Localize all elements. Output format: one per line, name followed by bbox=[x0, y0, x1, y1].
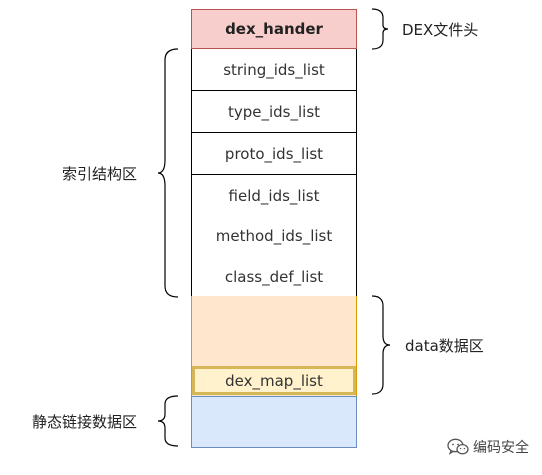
type-ids-label: type_ids_list bbox=[227, 102, 321, 121]
class-def-label: class_def_list bbox=[224, 267, 324, 286]
class-def-box: class_def_list bbox=[191, 256, 357, 298]
header-brace bbox=[371, 8, 389, 50]
index-section-annotation: 索引结构区 bbox=[62, 165, 138, 183]
static-brace bbox=[157, 395, 179, 447]
type-ids-box: type_ids_list bbox=[191, 91, 357, 133]
watermark-text: 编码安全 bbox=[473, 440, 529, 456]
dex-header-box: dex_hander bbox=[191, 9, 357, 49]
dex-header-label: dex_hander bbox=[225, 20, 323, 38]
proto-ids-label: proto_ids_list bbox=[224, 144, 324, 163]
index-brace bbox=[157, 48, 179, 298]
data-brace bbox=[371, 295, 391, 395]
static-link-region-box bbox=[191, 396, 357, 448]
proto-ids-box: proto_ids_list bbox=[191, 133, 357, 175]
watermark: 编码安全 bbox=[447, 437, 529, 457]
string-ids-label: string_ids_list bbox=[223, 60, 325, 79]
static-section-annotation: 静态链接数据区 bbox=[32, 413, 138, 431]
wechat-icon bbox=[447, 438, 469, 456]
string-ids-box: string_ids_list bbox=[191, 49, 357, 91]
header-annotation: DEX文件头 bbox=[402, 21, 479, 39]
field-ids-box: field_ids_list bbox=[191, 175, 357, 217]
dex-map-list-box: dex_map_list bbox=[192, 366, 356, 395]
method-ids-box: method_ids_list bbox=[191, 215, 357, 257]
field-ids-label: field_ids_list bbox=[228, 186, 320, 205]
method-ids-label: method_ids_list bbox=[215, 226, 333, 245]
dex-map-list-label: dex_map_list bbox=[225, 371, 323, 390]
data-section-annotation: data数据区 bbox=[405, 337, 484, 355]
